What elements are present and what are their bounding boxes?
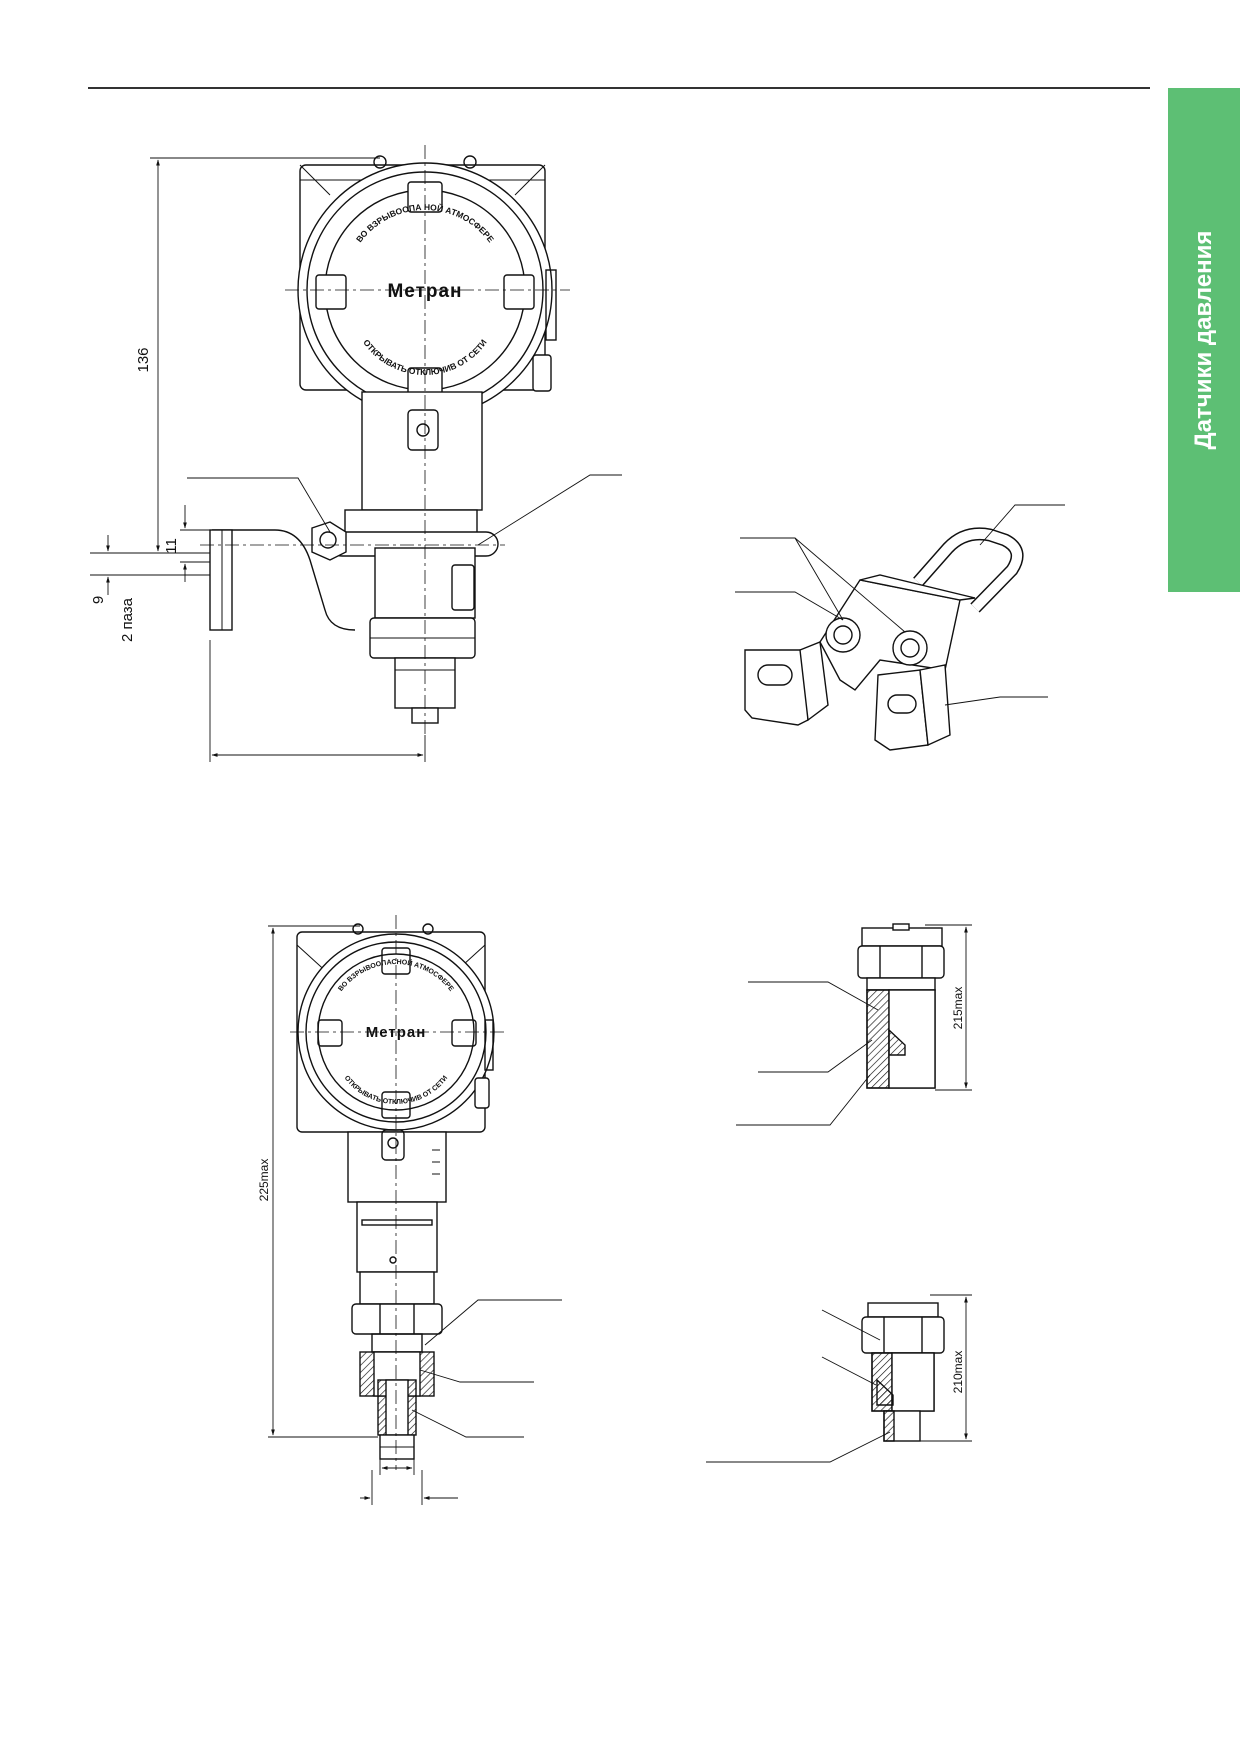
bottom-view-logo: Метран (366, 1024, 427, 1041)
top-view-dim-height: 136 (135, 347, 152, 372)
top-view-centerlines (200, 145, 570, 735)
fitting-lower-dimensions (920, 1294, 972, 1442)
fitting-upper (857, 923, 945, 1089)
top-view-leaders (187, 474, 622, 546)
fitting-upper-leaders (736, 981, 879, 1126)
top-view-transmitter (209, 155, 557, 724)
fitting-lower-leaders (706, 1309, 891, 1463)
fitting-lower (861, 1302, 945, 1442)
fitting-upper-dimensions (925, 924, 972, 1091)
sidebar-tab-label: Датчики давления (1190, 230, 1217, 450)
bracket-isometric (744, 527, 1024, 751)
fitting-lower-dim-height: 210max (951, 1351, 965, 1394)
top-view-logo: Метран (387, 281, 462, 302)
top-view-dim-slot-height: 11 (163, 538, 180, 554)
bottom-view-centerlines (290, 915, 505, 1470)
bottom-view-leaders (411, 1299, 562, 1438)
sidebar-tab (1168, 88, 1240, 592)
bottom-view-dimensions (268, 925, 458, 1505)
fitting-upper-dim-height: 215max (951, 987, 965, 1030)
top-view-dim-slot-b: 2 паза (119, 597, 136, 642)
top-view-dimensions (90, 157, 426, 762)
bottom-view-transmitter (296, 923, 495, 1460)
bracket-leaders (735, 504, 1065, 706)
bottom-view-dim-height: 225max (257, 1159, 271, 1202)
top-view-dim-slot-a: 9 (90, 596, 107, 604)
